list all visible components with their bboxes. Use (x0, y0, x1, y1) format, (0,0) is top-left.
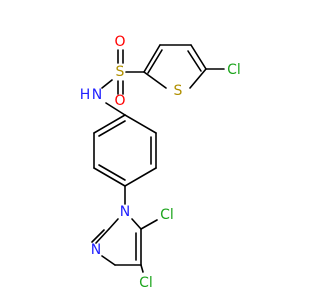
bond (101, 255, 116, 266)
bonds (91, 44, 225, 273)
molecule-diagram: Cl S S O O N H N N Cl Cl (80, 34, 241, 291)
bond (143, 44, 161, 73)
bond (91, 229, 105, 243)
bond (98, 164, 126, 181)
sulfonyl-sulfur-label: S (116, 64, 125, 80)
oxygen-atom-label: O (114, 93, 125, 109)
bond (147, 49, 163, 74)
bond (140, 219, 158, 230)
hydrogen-atom-label: H (80, 87, 91, 103)
bond (124, 114, 157, 134)
bond (98, 120, 126, 137)
chlorine-atom-label: Cl (139, 275, 153, 291)
bond (93, 167, 126, 187)
bond (108, 218, 119, 230)
oxygen-atom-label: O (114, 34, 125, 50)
bond (93, 114, 126, 134)
chlorine-atom-label: Cl (160, 207, 174, 223)
bond (101, 79, 113, 89)
bond (143, 71, 167, 89)
bond (190, 44, 207, 70)
bond (105, 102, 126, 116)
nitrogen-atom-label: N (120, 204, 130, 220)
structure-svg: Cl S S O O N H N N Cl Cl (80, 34, 241, 291)
nitrogen-atom-label: N (92, 87, 102, 103)
atom-labels: Cl S S O O N H N N Cl Cl (80, 34, 241, 291)
bond (187, 50, 202, 72)
thiophene-sulfur-label: S (174, 83, 183, 99)
bond (95, 228, 110, 244)
chlorine-atom-label: Cl (227, 62, 241, 78)
bond (140, 264, 144, 273)
nitrogen-atom-label: N (91, 242, 101, 258)
bond (131, 218, 142, 230)
bond (124, 167, 157, 187)
bond (189, 68, 207, 89)
